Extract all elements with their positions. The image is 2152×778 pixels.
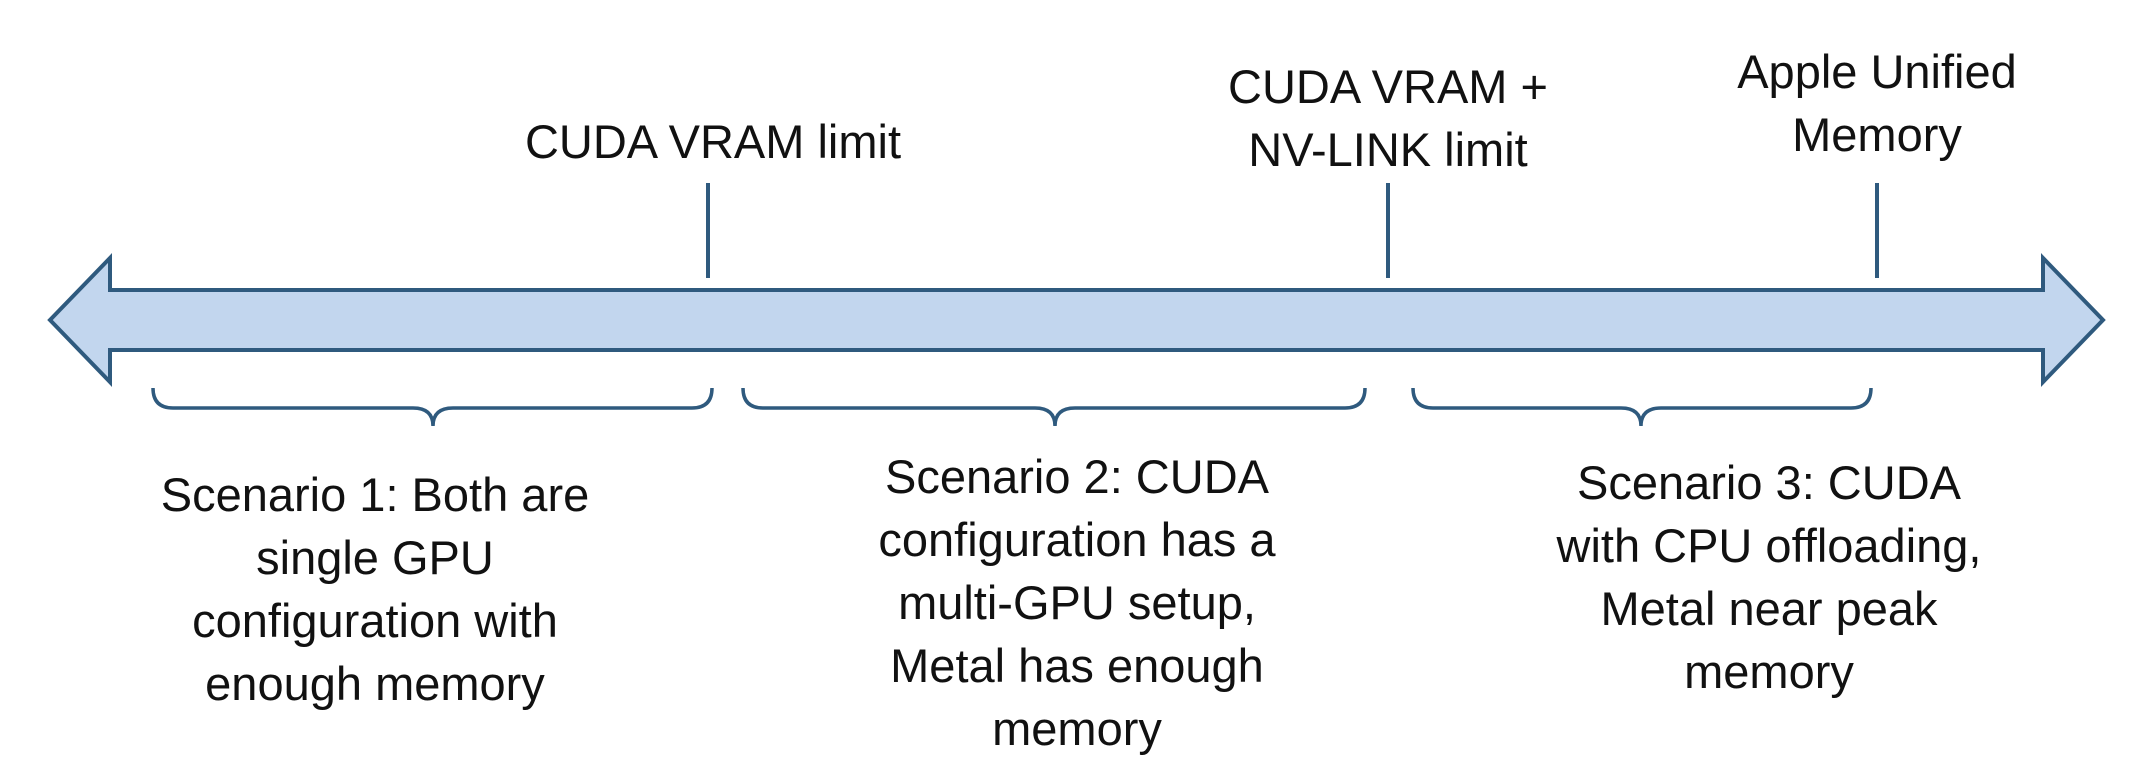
scenario-3-bracket — [1411, 387, 1873, 427]
label-line: CUDA VRAM + — [1228, 60, 1548, 113]
label-line: Metal near peak — [1600, 582, 1938, 635]
label-line: NV-LINK limit — [1248, 123, 1528, 176]
label-line: Metal has enough — [890, 639, 1264, 692]
scenario-2-label: Scenario 2: CUDA configuration has a mul… — [827, 445, 1327, 760]
cuda-nvlink-limit-label: CUDA VRAM + NV-LINK limit — [1148, 55, 1628, 181]
scenario-3-label: Scenario 3: CUDA with CPU offloading, Me… — [1519, 451, 2019, 703]
cuda-vram-limit-label: CUDA VRAM limit — [473, 110, 953, 173]
label-line: Memory — [1792, 108, 1962, 161]
label-line: with CPU offloading, — [1556, 519, 1982, 572]
label-line: configuration has a — [878, 513, 1276, 566]
label-line: Apple Unified — [1737, 45, 2017, 98]
label-line: configuration with — [192, 594, 558, 647]
label-line: Scenario 3: CUDA — [1577, 456, 1961, 509]
double-headed-arrow — [47, 253, 2106, 387]
label-line: Scenario 2: CUDA — [885, 450, 1269, 503]
apple-unified-memory-label: Apple Unified Memory — [1637, 40, 2117, 166]
scenario-2-bracket — [741, 387, 1367, 427]
label-line: memory — [992, 702, 1162, 755]
label-line: CUDA VRAM limit — [524, 115, 902, 168]
label-line: Scenario 1: Both are — [160, 468, 590, 521]
scenario-1-label: Scenario 1: Both are single GPU configur… — [125, 463, 625, 715]
label-line: memory — [1684, 645, 1854, 698]
label-line: enough memory — [205, 657, 545, 710]
label-line: multi-GPU setup, — [898, 576, 1256, 629]
label-line: single GPU — [256, 531, 494, 584]
scenario-1-bracket — [151, 387, 714, 427]
